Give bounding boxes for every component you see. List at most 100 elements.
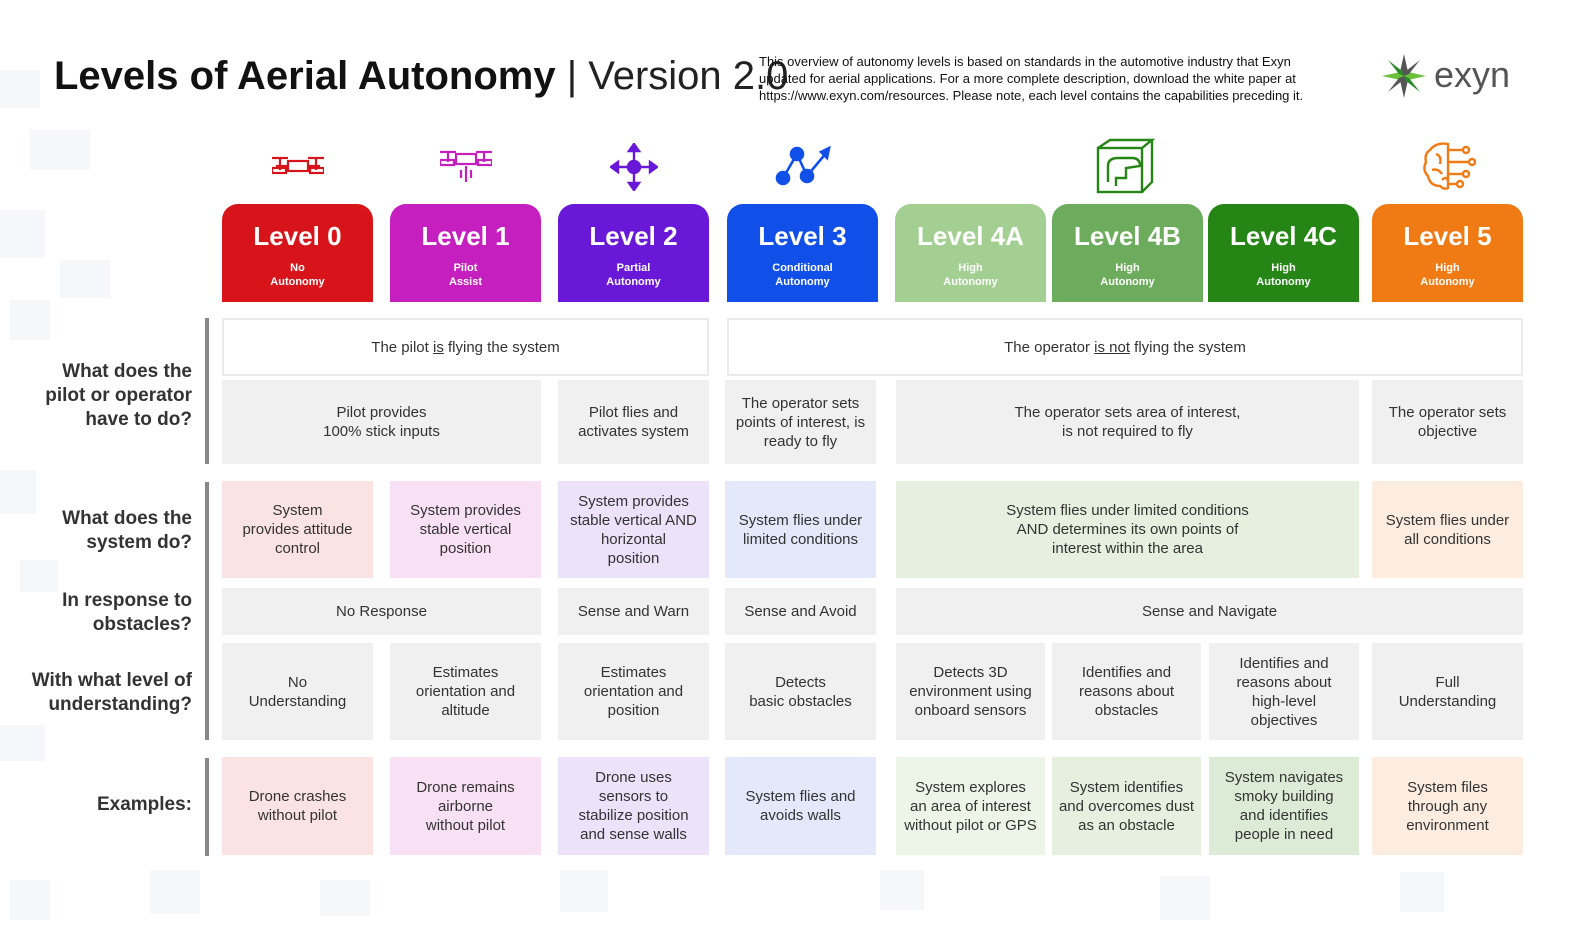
operator-task-cell: The operator sets area of interest,is no…: [896, 380, 1359, 464]
obstacle-response-cell: Sense and Warn: [558, 588, 709, 635]
operator-flying-text: The operator is not flying the system: [1004, 338, 1246, 356]
question-line: What does the: [62, 508, 192, 529]
question-line: have to do?: [85, 409, 192, 430]
drone-remote-icon: [440, 150, 492, 182]
level-title: Level 0: [253, 221, 342, 251]
level-subtitle: Autonomy: [1420, 276, 1475, 288]
question-line: system do?: [86, 532, 192, 553]
level-0-header: Level 0 No Autonomy: [222, 204, 373, 302]
question-line: Examples:: [96, 794, 192, 815]
cube-path-icon: [1096, 138, 1156, 194]
level-title: Level 5: [1403, 221, 1492, 251]
level-subtitle: Autonomy: [775, 276, 830, 288]
level-title: Level 1: [421, 221, 510, 251]
intro-line: https://www.exyn.com/resources. Please n…: [759, 88, 1304, 103]
level-subtitle: Autonomy: [1100, 276, 1155, 288]
level-5-header: Level 5 High Autonomy: [1372, 204, 1523, 302]
question-line: What does the: [62, 361, 192, 382]
section-divider: [205, 482, 209, 740]
question-system: What does the system do?: [62, 507, 192, 555]
drone-icon: [272, 156, 324, 175]
section-divider: [205, 318, 209, 464]
level-title: Level 4A: [917, 221, 1024, 251]
obstacle-response-cell: Sense and Avoid: [725, 588, 876, 635]
level-subtitle: Pilot: [453, 262, 478, 274]
question-line: With what level of: [31, 670, 192, 691]
intro-text: This overview of autonomy levels is base…: [759, 53, 1359, 104]
question-line: obstacles?: [92, 614, 192, 635]
level-subtitle: Conditional: [772, 262, 833, 274]
logo-wordmark: exyn: [1434, 54, 1511, 95]
question-operator: What does the pilot or operator have to …: [45, 360, 192, 432]
page-title: Levels of Aerial Autonomy | Version 2.0: [54, 54, 788, 99]
obstacle-response-cell: No Response: [222, 588, 541, 635]
question-understanding: With what level of understanding?: [32, 669, 192, 717]
level-4b-header: Level 4B High Autonomy: [1052, 204, 1203, 302]
intro-line: This overview of autonomy levels is base…: [759, 54, 1291, 69]
level-subtitle: High: [1435, 262, 1460, 274]
level-4a-header: Level 4A High Autonomy: [895, 204, 1046, 302]
level-subtitle: Assist: [448, 276, 483, 288]
intro-line: updated for aerial applications. For a m…: [759, 71, 1296, 86]
question-line: pilot or operator: [45, 385, 192, 406]
level-title: Level 4C: [1230, 221, 1337, 251]
level-4c-header: Level 4C High Autonomy: [1208, 204, 1359, 302]
level-subtitle: High: [1115, 262, 1140, 274]
level-subtitle: Autonomy: [943, 276, 998, 288]
move-arrows-icon: [610, 143, 658, 191]
level-subtitle: Autonomy: [606, 276, 661, 288]
question-line: understanding?: [48, 694, 192, 715]
question-examples: Examples:: [97, 793, 192, 817]
level-subtitle: High: [1271, 262, 1296, 274]
title-version: | Version 2.0: [566, 54, 789, 98]
obstacle-response-cell: Sense and Navigate: [896, 588, 1523, 635]
level-title: Level 2: [589, 221, 678, 251]
waypoints-icon: [775, 146, 831, 186]
level-subtitle: Autonomy: [1256, 276, 1311, 288]
level-subtitle: Autonomy: [270, 276, 325, 288]
pilot-flying-text: The pilot is flying the system: [371, 338, 560, 356]
section-divider: [205, 758, 209, 856]
operator-not-flying-cell: The operator is not flying the system: [727, 318, 1523, 376]
question-obstacles: In response to obstacles?: [62, 589, 192, 637]
pilot-flying-cell: The pilot is flying the system: [222, 318, 709, 376]
level-1-header: Level 1 Pilot Assist: [390, 204, 541, 302]
level-title: Level 3: [758, 221, 847, 251]
level-title: Level 4B: [1074, 221, 1181, 251]
level-2-header: Level 2 Partial Autonomy: [558, 204, 709, 302]
exyn-star-icon: [1382, 54, 1426, 98]
level-subtitle: High: [958, 262, 983, 274]
level-subtitle: Partial: [616, 262, 651, 274]
brain-circuit-icon: [1423, 142, 1476, 190]
title-main: Levels of Aerial Autonomy: [54, 54, 556, 98]
level-subtitle: No: [290, 262, 305, 274]
level-3-header: Level 3 Conditional Autonomy: [727, 204, 878, 302]
question-line: In response to: [62, 590, 192, 611]
exyn-logo: exyn: [1380, 52, 1520, 102]
